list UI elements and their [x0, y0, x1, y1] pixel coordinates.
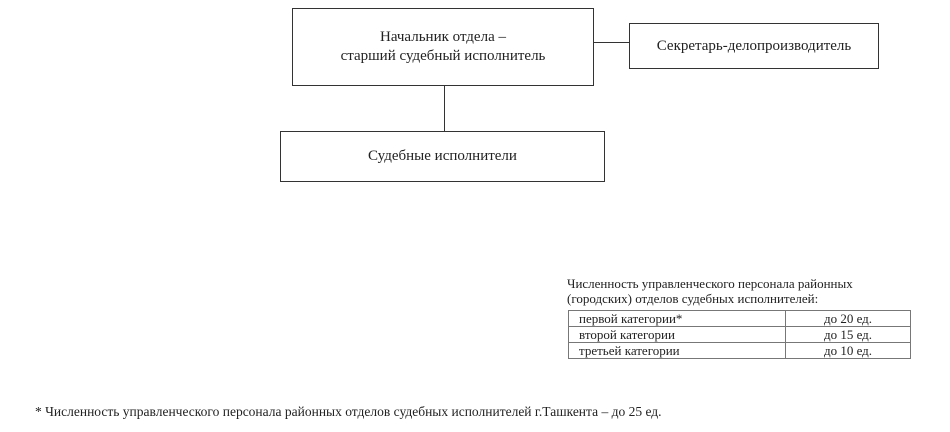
value: до 10 ед. — [785, 342, 911, 359]
executors-box: Судебные исполнители — [280, 131, 605, 182]
secretary-box: Секретарь-делопроизводитель — [629, 23, 879, 69]
staff-title-1: Численность управленческого персонала ра… — [567, 276, 853, 291]
connector-executors — [444, 86, 445, 131]
category: третьей категории — [568, 342, 786, 359]
value: до 20 ед. — [785, 310, 911, 327]
staff-title-2: (городских) отделов судебных исполнителе… — [567, 291, 819, 306]
staff-table: первой категории*до 20 ед. второй катего… — [568, 310, 911, 359]
head-line2: старший судебный исполнитель — [340, 48, 546, 64]
head-box: Начальник отдела – старший судебный испол… — [292, 8, 594, 86]
category: первой категории* — [568, 310, 786, 327]
footnote: * Численность управленческого персонала … — [35, 404, 662, 419]
category: второй категории — [568, 326, 786, 343]
table-row: первой категории*до 20 ед. — [568, 310, 911, 327]
connector-secretary — [594, 42, 629, 43]
head-line1: Начальник отдела – — [380, 29, 506, 45]
value: до 15 ед. — [785, 326, 911, 343]
